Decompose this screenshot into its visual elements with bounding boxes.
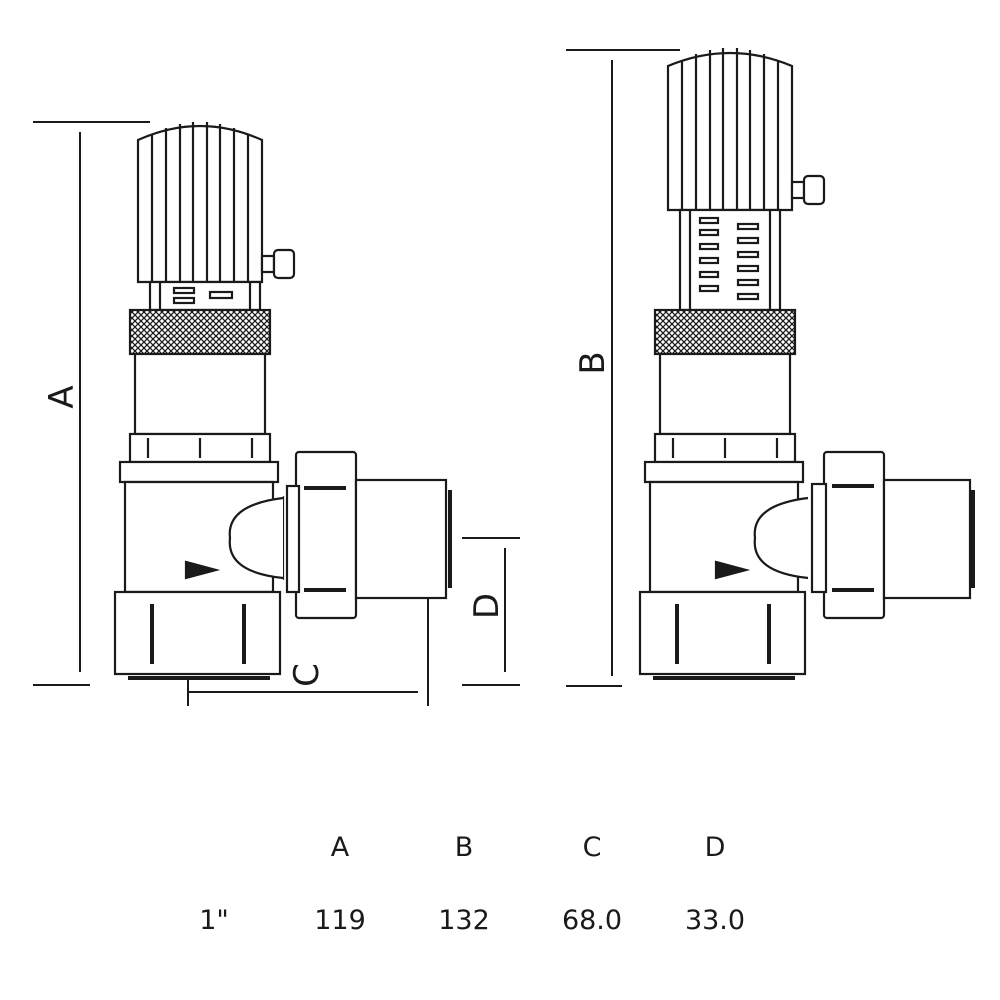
knurled-ring [128,308,272,356]
inlet-nut [113,590,282,680]
lock-screw [260,248,296,280]
outlet-nut [285,450,358,620]
outlet-dome [753,496,809,580]
header-d: D [704,832,726,863]
dimension-label-a: A [42,385,82,408]
bonnet-nut [128,432,272,464]
outlet-nut [810,450,886,620]
body-collar [643,460,805,484]
flow-arrow [184,560,221,580]
dimension-label-b: B [573,351,613,374]
outlet-tail [882,478,975,600]
knurled-ring [653,308,797,356]
value-d: 33.0 [684,905,746,936]
size-cell: 1" [199,905,229,936]
body-collar [118,460,280,484]
bonnet-nut [653,432,797,464]
dimension-label-d: D [467,593,507,619]
valve-tall [638,48,975,680]
dimension-lines-left [33,121,520,706]
scale-window [678,208,782,312]
dimension-lines-right [566,49,680,687]
outlet-tail [354,478,452,600]
header-c: C [582,832,602,863]
valve-dimension-drawing: A C D [33,48,975,706]
knob [666,48,794,212]
bonnet [133,352,267,436]
header-b: B [454,832,474,863]
lock-screw [790,174,826,206]
valve-short [113,122,452,680]
knob [136,122,264,284]
dimension-label-c: C [287,663,327,687]
header-a: A [330,832,350,863]
value-c: 68.0 [561,905,623,936]
inlet-nut [638,590,807,680]
scale-window [148,280,262,312]
value-a: 119 [314,905,366,936]
flow-arrow [714,560,751,580]
value-b: 132 [438,905,490,936]
bonnet [658,352,792,436]
